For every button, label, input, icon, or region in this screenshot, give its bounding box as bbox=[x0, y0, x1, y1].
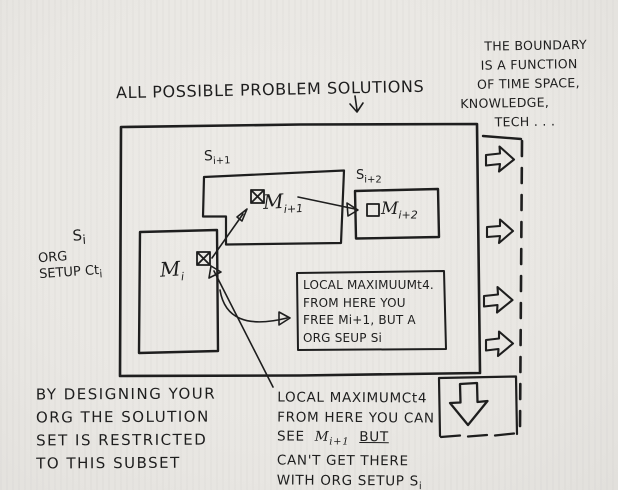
big-down-arrow-icon bbox=[448, 381, 489, 427]
boundary-note-line: THE BOUNDARY bbox=[484, 36, 588, 54]
arrow-mi-to-mi1 bbox=[211, 208, 248, 259]
cant-get-there-note-line: CAN'T GET THERE bbox=[276, 452, 409, 470]
restricted-subset-note-line: ORG THE SOLUTION bbox=[35, 407, 210, 427]
arrow-cantget-note-to-mi bbox=[208, 265, 274, 388]
solution-mi2-label: Mi+2 bbox=[381, 199, 418, 222]
boundary-dashed-line bbox=[518, 139, 524, 431]
org-setup-label: Si ORG SETUP Cti bbox=[36, 226, 103, 287]
set-si2-box bbox=[353, 187, 441, 240]
solution-mi-label: Mi bbox=[159, 256, 185, 284]
solution-mi1-label: Mi+1 bbox=[262, 188, 304, 216]
set-si2-label: Si+2 bbox=[356, 168, 382, 186]
cant-get-there-note-line: LOCAL MAXIMUMCt4 bbox=[277, 389, 428, 407]
right-arrow-icon bbox=[484, 145, 516, 173]
local-max-note: LOCAL MAXIMUUMt4. FROM HERE YOU FREE Mi+… bbox=[303, 277, 434, 347]
cant-get-there-note: LOCAL MAXIMUMCt4 FROM HERE YOU CAN SEE M… bbox=[277, 388, 435, 496]
crossed-box-mi1-icon bbox=[250, 189, 265, 204]
next-step-box-dashed-bottom bbox=[439, 432, 516, 439]
set-si1-box bbox=[201, 169, 346, 246]
empty-box-mi2-icon bbox=[366, 203, 380, 217]
boundary-note-line: IS A FUNCTION bbox=[480, 56, 578, 73]
right-arrow-icon bbox=[485, 218, 515, 245]
boundary-note: THE BOUNDARY IS A FUNCTION OF TIME SPACE… bbox=[459, 35, 588, 132]
boundary-note-line: TECH . . . bbox=[494, 113, 556, 130]
solution-mi1-ref: Mi+1 bbox=[314, 428, 350, 448]
restricted-subset-note-line: BY DESIGNING YOUR bbox=[35, 384, 217, 404]
local-max-note-line: ORG SEUP Si bbox=[303, 330, 383, 345]
next-step-box bbox=[437, 375, 519, 438]
cant-get-there-note-line: FROM HERE YOU CAN bbox=[277, 408, 435, 427]
restricted-subset-note: BY DESIGNING YOUR ORG THE SOLUTION SET I… bbox=[36, 383, 217, 476]
set-mi-box bbox=[137, 228, 220, 355]
arrow-mi1-to-mi2 bbox=[297, 196, 359, 217]
restricted-subset-note-line: SET IS RESTRICTED bbox=[36, 430, 208, 450]
boundary-note-line: KNOWLEDGE, bbox=[460, 94, 550, 112]
crossed-box-mi-icon bbox=[196, 251, 211, 266]
right-arrow-icon bbox=[484, 330, 515, 358]
set-si-symbol: Si bbox=[71, 226, 87, 248]
restricted-subset-note-line: TO THIS SUBSET bbox=[36, 453, 181, 473]
local-max-note-box bbox=[296, 270, 447, 351]
cant-get-there-note-line: SEE Mi+1 BUT bbox=[276, 428, 389, 448]
cant-get-there-note-line: WITH ORG SETUP Si bbox=[276, 472, 423, 492]
boundary-note-line: OF TIME SPACE, bbox=[476, 75, 580, 92]
boundary-connector-line bbox=[481, 134, 523, 141]
right-arrow-icon bbox=[482, 285, 514, 314]
local-max-note-line: FROM HERE YOU bbox=[303, 295, 406, 310]
set-si1-label: Si+1 bbox=[203, 148, 231, 167]
local-max-note-line: LOCAL MAXIMUUMt4. bbox=[303, 278, 434, 292]
arrow-curved-to-localmax-note bbox=[219, 289, 291, 326]
title-down-arrow-icon bbox=[349, 95, 364, 113]
local-max-note-line: FREE Mi+1, BUT A bbox=[303, 313, 416, 327]
all-solutions-box bbox=[118, 122, 482, 378]
